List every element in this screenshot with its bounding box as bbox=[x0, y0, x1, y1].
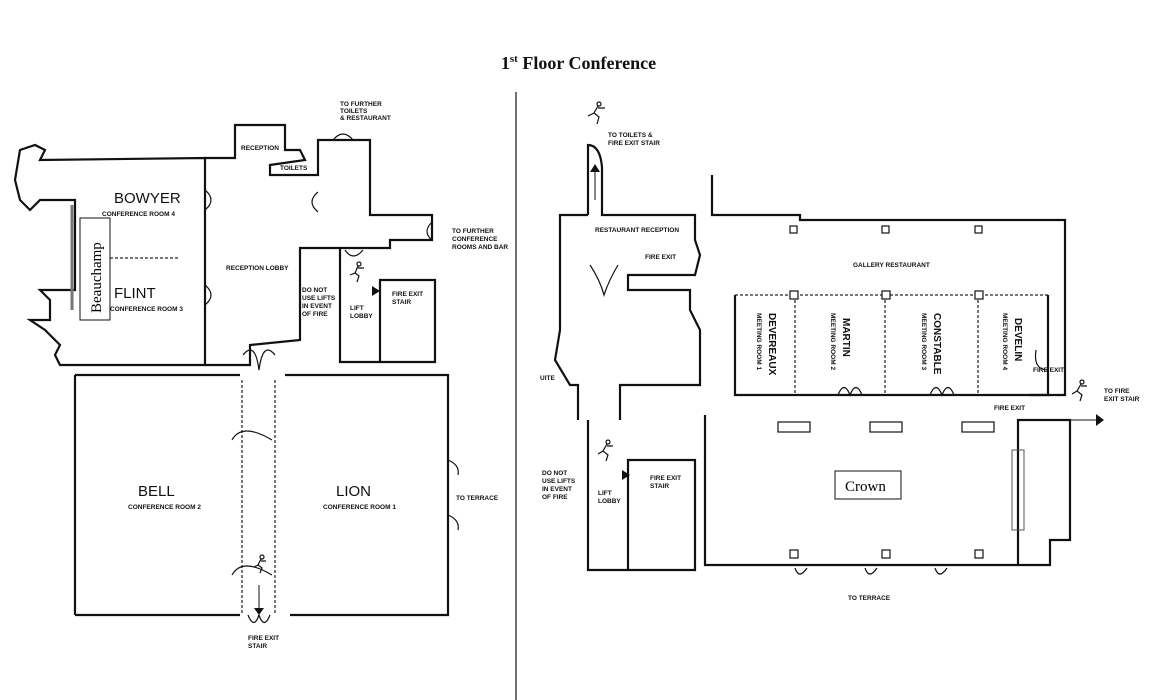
door-swing-icon bbox=[242, 349, 276, 371]
label-toilets: TOILETS bbox=[280, 165, 308, 172]
label-lift-lobby-right: LIFT bbox=[598, 490, 612, 497]
crown-label: Crown bbox=[845, 479, 886, 495]
label-fire-exit-lower: FIRE EXIT bbox=[994, 405, 1025, 412]
label-do-not-use-lifts-4: OF FIRE bbox=[302, 311, 328, 318]
label-fire-exit-stair-bottom: FIRE EXIT bbox=[248, 635, 279, 642]
label-to-toilets-2: FIRE EXIT STAIR bbox=[608, 140, 660, 147]
lift-lobby-outline bbox=[586, 420, 697, 572]
door-swing-icon bbox=[837, 349, 1049, 397]
arrow-icon bbox=[622, 470, 630, 480]
meeting-room-subtitle-develin: MEETING ROOM 4 bbox=[1001, 313, 1008, 370]
arrow-icon bbox=[1096, 414, 1104, 426]
label-fire-exit-right: FIRE EXIT bbox=[1033, 367, 1064, 374]
arrow-icon bbox=[254, 608, 264, 615]
label-to-further-conference-3: ROOMS AND BAR bbox=[452, 244, 508, 251]
beauchamp-label: Beauchamp bbox=[89, 242, 105, 313]
label-do-not-use-lifts-right-2: USE LIFTS bbox=[542, 478, 576, 485]
running-man-icon bbox=[1071, 379, 1087, 402]
label-fire-exit-stair-right: FIRE EXIT bbox=[650, 475, 681, 482]
label-fire-exit-stair: FIRE EXIT bbox=[392, 291, 423, 298]
label-to-fire-exit-stair-2: EXIT STAIR bbox=[1104, 396, 1140, 403]
door-swing-icon bbox=[447, 459, 459, 531]
door-swing-icon bbox=[589, 264, 619, 298]
meeting-rooms-outline bbox=[733, 295, 1050, 397]
restaurant-reception-outline bbox=[586, 143, 702, 420]
label-to-further-toilets: TO FURTHER bbox=[340, 101, 382, 108]
label-to-terrace: TO TERRACE bbox=[456, 495, 499, 502]
label-to-terrace-right: TO TERRACE bbox=[848, 595, 891, 602]
meeting-room-name-devereaux: DEVEREAUX bbox=[766, 313, 777, 376]
arrow-icon bbox=[590, 164, 600, 172]
crown-box[interactable] bbox=[834, 470, 902, 500]
door-swing-icon bbox=[231, 430, 273, 576]
door-swing-icon bbox=[794, 567, 948, 575]
label-do-not-use-lifts-right-4: OF FIRE bbox=[542, 494, 568, 501]
label-do-not-use-lifts-3: IN EVENT bbox=[302, 303, 332, 310]
running-man-icon bbox=[587, 101, 605, 125]
door-swing-icon bbox=[344, 249, 364, 257]
page-title: 1st Floor Conference bbox=[500, 53, 657, 73]
label-fire-exit-stair-bottom-2: STAIR bbox=[248, 643, 267, 650]
lift-lobby-outline bbox=[338, 248, 437, 364]
label-fire-exit: FIRE EXIT bbox=[645, 254, 676, 261]
room-subtitle-flint: CONFERENCE ROOM 3 bbox=[110, 306, 183, 313]
label-do-not-use-lifts-2: USE LIFTS bbox=[302, 295, 336, 302]
room-name-bowyer: BOWYER bbox=[114, 190, 181, 207]
gallery-restaurant-outline bbox=[710, 175, 1067, 397]
running-man-icon bbox=[597, 439, 613, 462]
door-swing-icon bbox=[247, 613, 271, 624]
label-reception: RECEPTION bbox=[241, 145, 279, 152]
label-suite: UITE bbox=[540, 375, 555, 382]
reception-outline bbox=[205, 123, 434, 367]
meeting-room-subtitle-constable: MEETING ROOM 3 bbox=[920, 313, 927, 370]
label-to-fire-exit-stair: TO FIRE bbox=[1104, 388, 1130, 395]
door-swing-icon bbox=[204, 133, 433, 306]
label-do-not-use-lifts-right: DO NOT bbox=[542, 470, 567, 477]
label-do-not-use-lifts: DO NOT bbox=[302, 287, 327, 294]
label-to-further-toilets-2: TOILETS bbox=[340, 108, 368, 115]
label-do-not-use-lifts-right-3: IN EVENT bbox=[542, 486, 572, 493]
label-to-further-conference-2: CONFERENCE bbox=[452, 236, 498, 243]
arrow-icon bbox=[372, 286, 380, 296]
meeting-room-name-develin: DEVELIN bbox=[1012, 318, 1023, 361]
room-subtitle-bell: CONFERENCE ROOM 2 bbox=[128, 504, 201, 511]
label-to-further-conference: TO FURTHER bbox=[452, 228, 494, 235]
bell-lion-outline bbox=[75, 373, 450, 617]
crown-outline bbox=[703, 415, 1072, 567]
label-lift-lobby-right-2: LOBBY bbox=[598, 498, 621, 505]
meeting-room-name-constable: CONSTABLE bbox=[931, 313, 942, 375]
label-lift-lobby-2: LOBBY bbox=[350, 313, 373, 320]
bowyer-flint-outline bbox=[13, 143, 207, 367]
label-to-further-toilets-3: & RESTAURANT bbox=[340, 115, 391, 122]
beauchamp-box[interactable] bbox=[79, 217, 111, 321]
meeting-room-name-martin: MARTIN bbox=[840, 318, 851, 357]
left-plan: Beauchamp BOWYER CONFERENCE ROOM 4 FLINT… bbox=[13, 101, 508, 650]
running-man-icon bbox=[253, 554, 266, 574]
label-lift-lobby: LIFT bbox=[350, 305, 364, 312]
right-plan: Crown TO TOILETS & FIRE EXIT STAIR RESTA… bbox=[540, 101, 1140, 602]
room-subtitle-bowyer: CONFERENCE ROOM 4 bbox=[102, 211, 175, 218]
label-to-toilets: TO TOILETS & bbox=[608, 132, 653, 139]
label-fire-exit-stair-right-2: STAIR bbox=[650, 483, 669, 490]
label-reception-lobby: RECEPTION LOBBY bbox=[226, 265, 289, 272]
label-gallery-restaurant: GALLERY RESTAURANT bbox=[853, 262, 930, 269]
room-name-lion: LION bbox=[336, 483, 371, 500]
label-restaurant-reception: RESTAURANT RECEPTION bbox=[595, 227, 679, 234]
meeting-room-subtitle-devereaux: MEETING ROOM 1 bbox=[755, 313, 762, 370]
label-fire-exit-stair-2: STAIR bbox=[392, 299, 411, 306]
west-wall bbox=[553, 213, 588, 420]
room-name-flint: FLINT bbox=[114, 285, 156, 302]
room-name-bell: BELL bbox=[138, 483, 175, 500]
running-man-icon bbox=[349, 261, 364, 283]
room-subtitle-lion: CONFERENCE ROOM 1 bbox=[323, 504, 396, 511]
columns bbox=[777, 225, 995, 559]
meeting-room-subtitle-martin: MEETING ROOM 2 bbox=[829, 313, 836, 370]
